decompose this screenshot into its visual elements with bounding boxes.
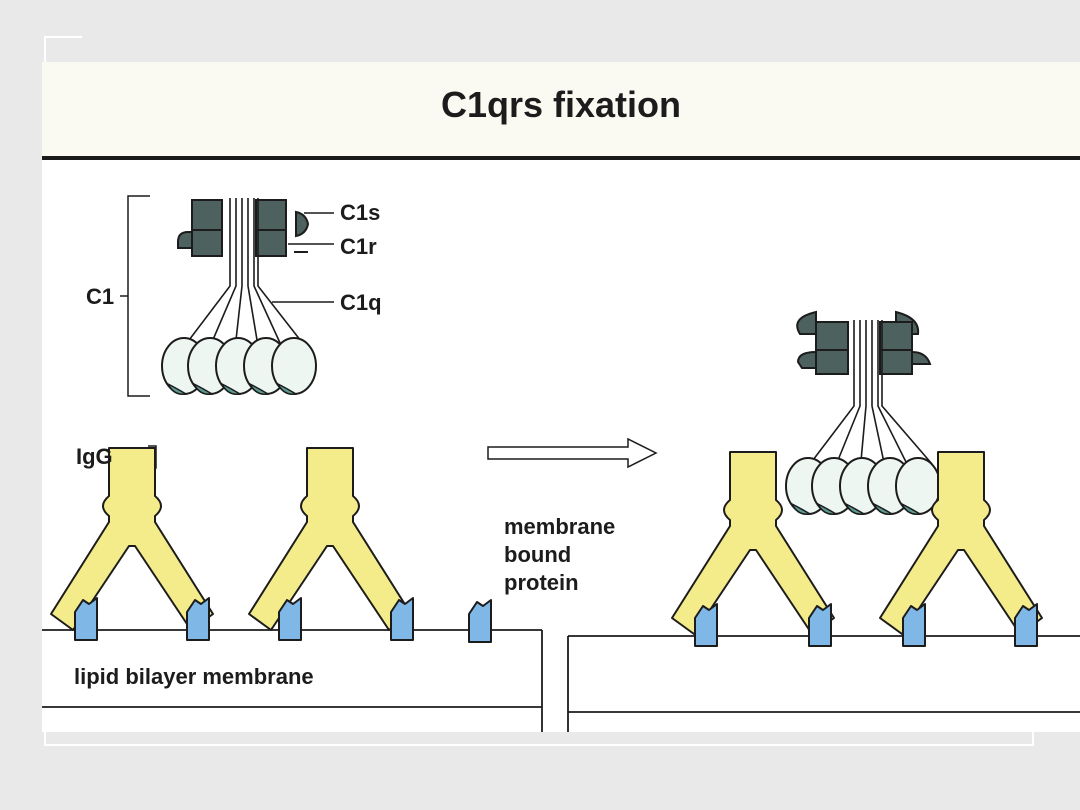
slide: C1qrs fixation [42, 62, 1080, 732]
label-c1: C1 [86, 284, 115, 309]
title-rule [42, 156, 1080, 160]
c1-complex-free [161, 198, 317, 396]
label-lipid-bilayer: lipid bilayer membrane [74, 664, 314, 689]
corner-frame-mark [44, 36, 82, 68]
c1-fixation-diagram [42, 195, 1080, 732]
label-c1r: C1r [340, 234, 377, 259]
c1-pointer-lines [272, 212, 334, 303]
bottom-frame-mark [44, 732, 1034, 746]
label-igg: IgG [76, 444, 113, 469]
label-membrane-bound-line3: protein [504, 570, 579, 595]
label-c1s: C1s [340, 200, 381, 225]
label-c1q: C1q [340, 290, 382, 315]
c1-complex-bound [785, 310, 941, 516]
binding-arrow [487, 437, 658, 469]
left-antibody-pair [50, 447, 492, 643]
label-membrane-bound-line2: bound [504, 542, 572, 567]
c1-bracket [120, 195, 150, 397]
page-title: C1qrs fixation [440, 84, 682, 125]
right-membrane [567, 635, 1080, 732]
title-band [42, 62, 1080, 158]
label-membrane-bound-line1: membrane [504, 514, 616, 539]
